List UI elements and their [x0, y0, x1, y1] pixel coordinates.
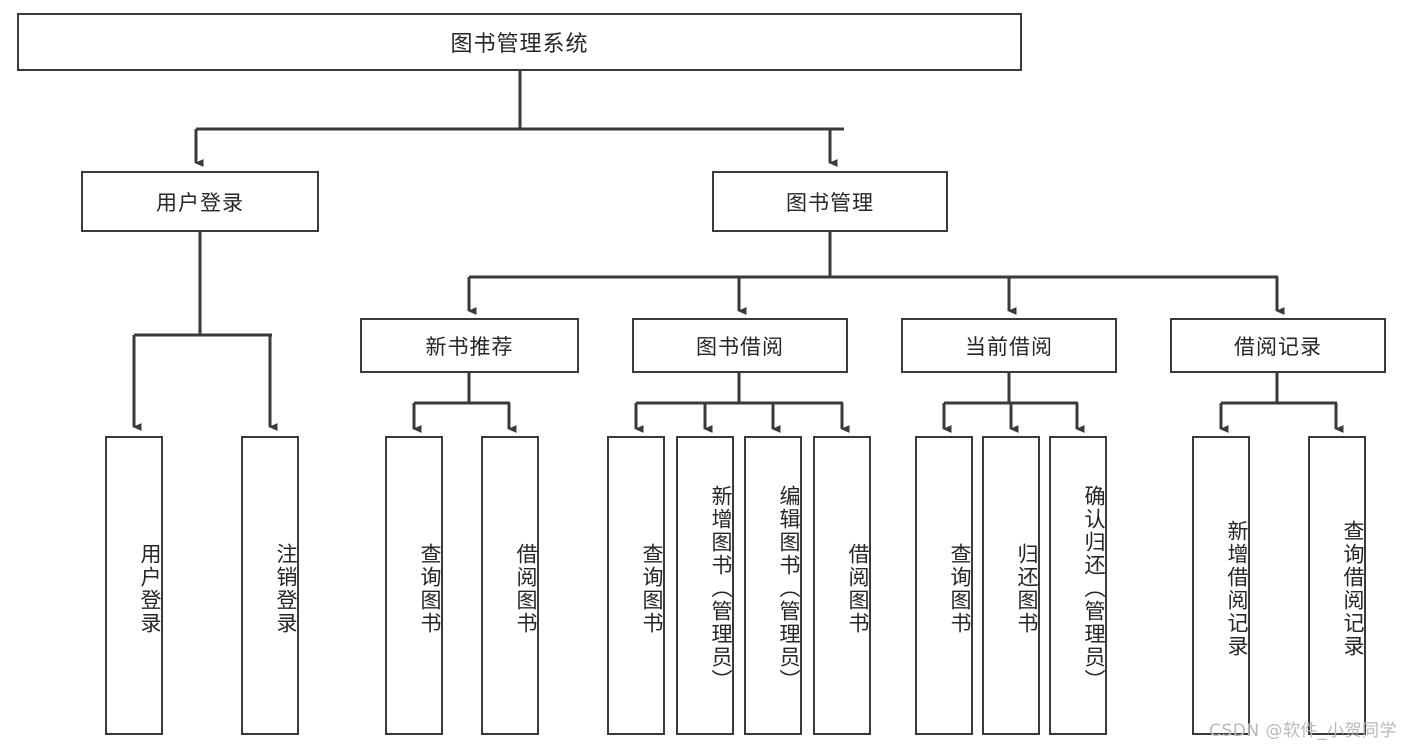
node-user-login-label: 用户登录 — [156, 190, 244, 215]
node-leaf-borrow-book-1[interactable]: 借阅图书 — [481, 436, 539, 735]
node-leaf-user-logout[interactable]: 注销登录 — [241, 436, 299, 735]
node-book-management[interactable]: 图书管理 — [712, 171, 948, 232]
node-new-book-recommend[interactable]: 新书推荐 — [360, 318, 579, 373]
node-leaf-user-login[interactable]: 用户登录 — [105, 436, 163, 735]
node-book-borrow-label: 图书借阅 — [696, 334, 784, 359]
watermark-text: CSDN @软件_小贺同学 — [1209, 721, 1397, 741]
node-leaf-return-book[interactable]: 归还图书 — [982, 436, 1040, 735]
node-leaf-query-book-2-label: 查询图书 — [640, 542, 664, 635]
node-current-borrow-label: 当前借阅 — [965, 334, 1053, 359]
node-leaf-user-login-label: 用户登录 — [138, 542, 162, 635]
node-current-borrow[interactable]: 当前借阅 — [901, 318, 1117, 373]
node-leaf-borrow-book-2-label: 借阅图书 — [846, 542, 870, 635]
node-leaf-query-borrow-record-label: 查询借阅记录 — [1341, 519, 1365, 658]
node-leaf-add-borrow-record[interactable]: 新增借阅记录 — [1192, 436, 1250, 735]
node-new-book-recommend-label: 新书推荐 — [425, 334, 514, 359]
node-leaf-borrow-book-1-label: 借阅图书 — [514, 542, 538, 635]
node-borrow-record[interactable]: 借阅记录 — [1170, 318, 1386, 373]
node-book-management-label: 图书管理 — [786, 190, 874, 215]
node-leaf-add-book-label: 新增图书（管理员） — [709, 485, 733, 692]
node-leaf-user-logout-label: 注销登录 — [274, 542, 298, 635]
node-book-borrow[interactable]: 图书借阅 — [632, 318, 848, 373]
node-leaf-query-book-1-label: 查询图书 — [418, 542, 442, 635]
node-leaf-add-book[interactable]: 新增图书（管理员） — [676, 436, 734, 735]
node-leaf-edit-book[interactable]: 编辑图书（管理员） — [744, 436, 802, 735]
node-leaf-query-book-3-label: 查询图书 — [948, 542, 972, 635]
node-leaf-query-book-3[interactable]: 查询图书 — [915, 436, 973, 735]
node-leaf-edit-book-label: 编辑图书（管理员） — [777, 485, 801, 692]
node-leaf-add-borrow-record-label: 新增借阅记录 — [1225, 519, 1249, 658]
node-leaf-query-book-1[interactable]: 查询图书 — [385, 436, 443, 735]
node-borrow-record-label: 借阅记录 — [1234, 334, 1322, 359]
node-root-label: 图书管理系统 — [450, 32, 589, 57]
node-root[interactable]: 图书管理系统 — [17, 13, 1022, 71]
node-leaf-borrow-book-2[interactable]: 借阅图书 — [813, 436, 871, 735]
node-leaf-confirm-return[interactable]: 确认归还（管理员） — [1049, 436, 1107, 735]
node-leaf-query-book-2[interactable]: 查询图书 — [607, 436, 665, 735]
node-user-login[interactable]: 用户登录 — [81, 171, 319, 232]
node-leaf-return-book-label: 归还图书 — [1015, 542, 1039, 635]
node-leaf-query-borrow-record[interactable]: 查询借阅记录 — [1308, 436, 1366, 735]
node-leaf-confirm-return-label: 确认归还（管理员） — [1082, 485, 1106, 692]
